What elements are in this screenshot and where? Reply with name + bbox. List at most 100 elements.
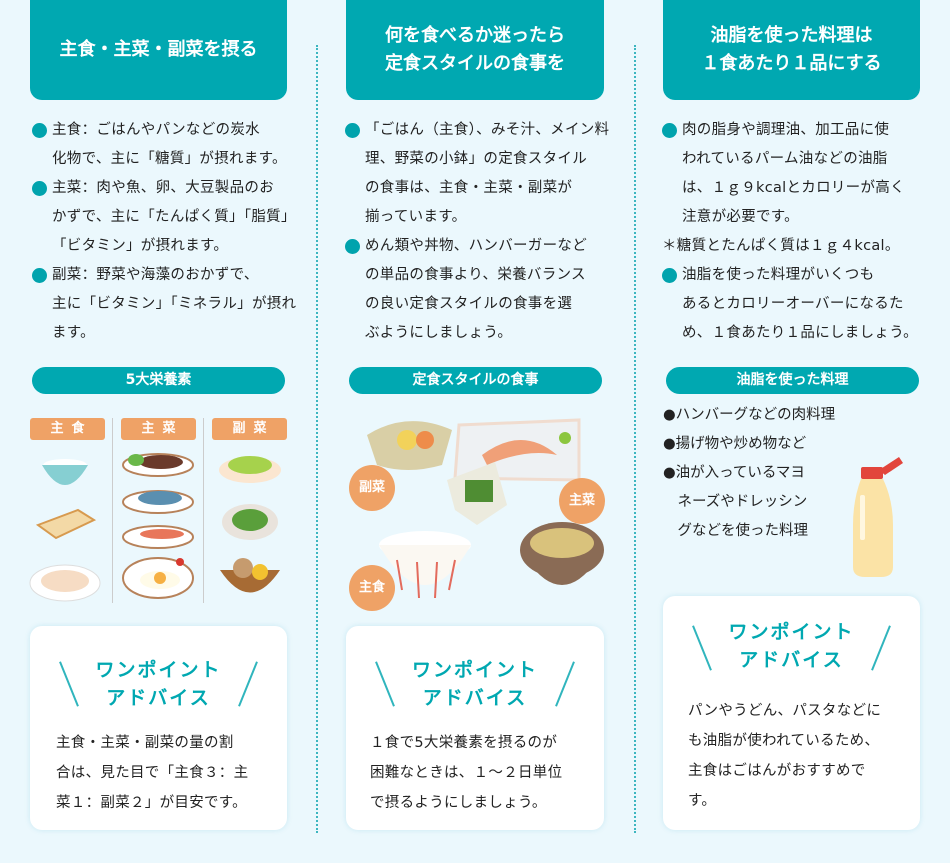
- bullet-item: 油脂を使った料理がいくつもあるとカロリーオーバーになるため、１食あたり１品にしま…: [662, 261, 947, 348]
- fried-egg-plate-icon: [122, 557, 194, 599]
- line: の単品の食事より、栄養バランス: [365, 267, 586, 283]
- steak-plate-icon: [122, 453, 194, 477]
- line: 「ビタミン」が摂れます。: [52, 238, 229, 254]
- cabbage-roll-icon: [219, 456, 281, 483]
- line: アドバイス: [106, 687, 211, 709]
- food-illustrations: [29, 453, 281, 602]
- line: パンやうどん、パスタなどに: [688, 703, 882, 719]
- advice-title: ワンポイントアドバイス: [663, 618, 920, 674]
- section-pill-five-nutrients: 5大栄養素: [32, 367, 285, 394]
- example-list: ●ハンバーグなどの肉料理 ●揚げ物や炒め物など ●油が入っているマヨ ネーズやド…: [663, 401, 835, 546]
- bullet-item: 肉の脂身や調理油、加工品に使われているパーム油などの油脂は、１ｇ９kcalとカロ…: [662, 116, 947, 232]
- line: も油脂が使われているため、: [688, 733, 880, 749]
- rice-bowl-icon: [379, 531, 471, 599]
- small-dish-icon: [447, 462, 507, 525]
- column-divider: [316, 45, 318, 833]
- bullet-dot-icon: [32, 123, 47, 138]
- line: ます。: [52, 325, 95, 341]
- advice-card: ワンポイントアドバイス 主食・主菜・副菜の量の割合は、見た目で「主食３：主菜１：…: [30, 626, 287, 830]
- line: 主食：ごはんやパンなどの炭水: [52, 122, 260, 138]
- note-text: ＊糖質とたんぱく質は１ｇ４kcal。: [662, 238, 900, 254]
- line: 主に「ビタミン」「ミネラル」が摂れ: [52, 296, 297, 312]
- bullet-dot-icon: [345, 239, 360, 254]
- bullet-dot-icon: [662, 123, 677, 138]
- bullet-dot-icon: [32, 268, 47, 283]
- line: の食事は、主食・主菜・副菜が: [365, 180, 573, 196]
- line: 理、野菜の小鉢」の定食スタイル: [365, 151, 587, 167]
- bullet-item-side: 副菜：野菜や海藻のおかずで、主に「ビタミン」「ミネラル」が摂れます。: [32, 261, 307, 348]
- advice-text: 主食・主菜・副菜の量の割合は、見た目で「主食３：主菜１：副菜２」が目安です。: [56, 728, 248, 818]
- advice-text: １食で5大栄養素を摂るのが困難なときは、１〜２日単位で摂るようにしましょう。: [370, 728, 562, 818]
- advice-title: ワンポイントアドバイス: [346, 656, 604, 712]
- line: 合は、見た目で「主食３：主: [56, 765, 249, 781]
- miso-soup-icon: [520, 522, 604, 585]
- line: 「ごはん（主食）、みそ汁、メイン料: [365, 122, 610, 138]
- line: ワンポイント: [95, 659, 222, 681]
- example-item: ●油が入っているマヨ: [663, 465, 805, 481]
- column-heading: 何を食べるか迷ったら定食スタイルの食事を: [346, 0, 604, 100]
- column-teishoku: 何を食べるか迷ったら定食スタイルの食事を 「ごはん（主食）、みそ汁、メイン料理、…: [317, 0, 634, 863]
- line: は、１ｇ９kcalとカロリーが高く: [682, 180, 905, 196]
- advice-text: パンやうどん、パスタなどにも油脂が使われているため、主食はごはんがおすすめです。: [688, 696, 881, 816]
- heading-line: 何を食べるか迷ったら: [385, 25, 565, 46]
- bullet-item-staple: 主食：ごはんやパンなどの炭水化物で、主に「糖質」が摂れます。: [32, 116, 307, 174]
- salmon-plate-icon: [122, 525, 194, 549]
- advice-title: ワンポイントアドバイス: [30, 656, 287, 712]
- example-item: ●揚げ物や炒め物など: [663, 436, 807, 452]
- advice-card: ワンポイントアドバイス １食で5大栄養素を摂るのが困難なときは、１〜２日単位で摂…: [346, 626, 604, 830]
- line: ぶようにしましょう。: [365, 325, 513, 341]
- bullet-item: めん類や丼物、ハンバーガーなどの単品の食事より、栄養バランスの良い定食スタイルの…: [345, 232, 625, 348]
- line: 油脂を使った料理がいくつも: [682, 267, 875, 283]
- line: す。: [688, 793, 717, 809]
- column-staple-main-side: 主食・主菜・副菜を摂る 主食：ごはんやパンなどの炭水化物で、主に「糖質」が摂れま…: [0, 0, 317, 863]
- bullet-list: 主食：ごはんやパンなどの炭水化物で、主に「糖質」が摂れます。 主菜：肉や魚、卵、…: [32, 116, 307, 348]
- column-divider: [634, 45, 636, 833]
- line: 揃っています。: [365, 209, 467, 225]
- line: 副菜：野菜や海藻のおかずで、: [52, 267, 259, 283]
- line: 主食・主菜・副菜の量の割: [56, 735, 234, 751]
- line: 困難なときは、１〜２日単位: [370, 765, 563, 781]
- line: ワンポイント: [411, 659, 538, 681]
- example-item: グなどを使った料理: [663, 523, 808, 539]
- line: われているパーム油などの油脂: [682, 151, 888, 167]
- section-pill-fat-dishes: 油脂を使った料理: [666, 367, 919, 394]
- food-tag-side: 副菜: [212, 418, 287, 440]
- line: かずで、主に「たんぱく質」「脂質」: [52, 209, 296, 225]
- example-item: ネーズやドレッシン: [663, 494, 808, 510]
- line: 主菜：肉や魚、卵、大豆製品のお: [52, 180, 274, 196]
- food-tag-staple: 主食: [30, 418, 105, 440]
- line: ワンポイント: [728, 621, 855, 643]
- bullet-dot-icon: [32, 181, 47, 196]
- separator: [203, 418, 204, 603]
- simmered-veg-icon: [220, 558, 280, 593]
- line: 肉の脂身や調理油、加工品に使: [682, 122, 890, 138]
- label-main-dish: 主菜: [559, 478, 605, 524]
- food-tag-main: 主菜: [121, 418, 196, 440]
- line: 化物で、主に「糖質」が摂れます。: [52, 151, 287, 167]
- bullet-list: 「ごはん（主食）、みそ汁、メイン料理、野菜の小鉢」の定食スタイルの食事は、主食・…: [345, 116, 625, 348]
- bullet-dot-icon: [662, 268, 677, 283]
- section-pill-teishoku: 定食スタイルの食事: [349, 367, 602, 394]
- rice-bowl-icon: [42, 459, 88, 485]
- line: １食で5大栄養素を摂るのが: [370, 735, 558, 751]
- line: 菜１：副菜２」が目安です。: [56, 795, 247, 811]
- pasta-icon: [29, 564, 101, 602]
- bullet-dot-icon: [345, 123, 360, 138]
- heading-line: 油脂を使った料理は: [710, 25, 873, 46]
- line: アドバイス: [739, 649, 844, 671]
- teishoku-illustration: [367, 418, 604, 599]
- bullet-list: 肉の脂身や調理油、加工品に使われているパーム油などの油脂は、１ｇ９kcalとカロ…: [662, 116, 947, 348]
- bullet-item-main: 主菜：肉や魚、卵、大豆製品のおかずで、主に「たんぱく質」「脂質」「ビタミン」が摂…: [32, 174, 307, 261]
- line: 主食はごはんがおすすめで: [688, 763, 866, 779]
- line: めん類や丼物、ハンバーガーなど: [365, 238, 587, 254]
- bread-icon: [35, 508, 97, 540]
- side-dish-bowl-icon: [367, 421, 452, 470]
- separator: [112, 418, 113, 603]
- line: の良い定食スタイルの食事を選: [365, 296, 573, 312]
- line: 注意が必要です。: [682, 209, 799, 225]
- heading-line: 主食・主菜・副菜を摂る: [59, 39, 258, 60]
- line: あるとカロリーオーバーになるた: [682, 296, 904, 312]
- line: アドバイス: [422, 687, 528, 709]
